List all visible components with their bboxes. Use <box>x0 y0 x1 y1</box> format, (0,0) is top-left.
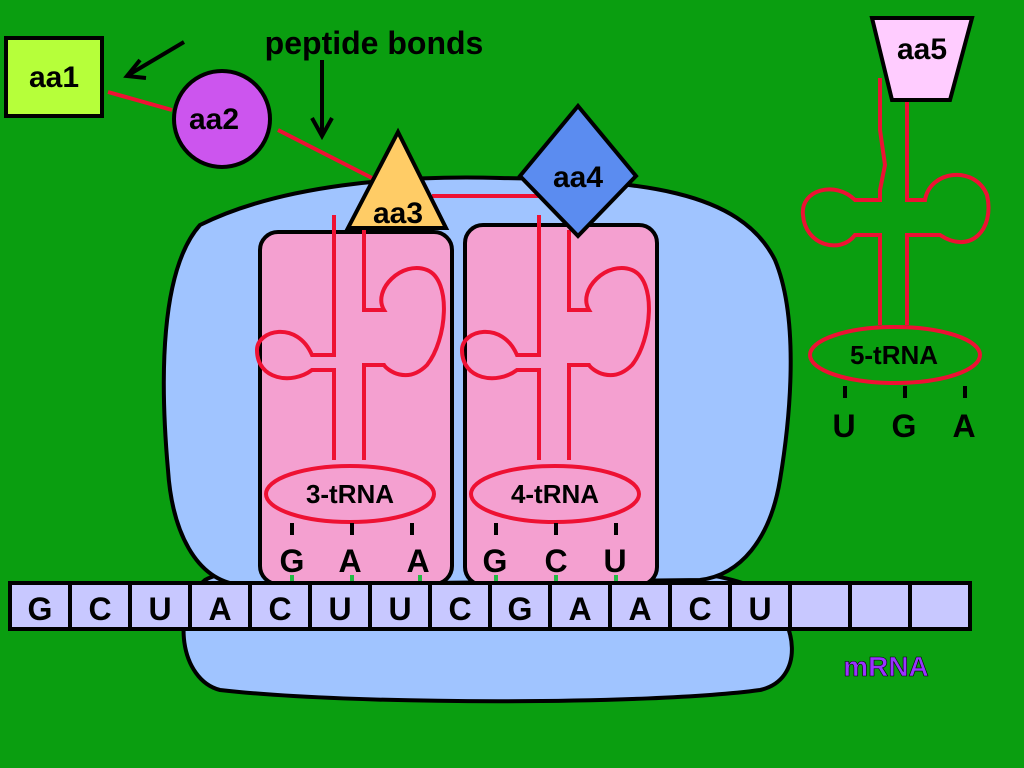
mrna-cell <box>668 581 732 631</box>
trna-5-base-1: U <box>832 408 855 444</box>
mrna-base: U <box>748 591 771 627</box>
aa1-label: aa1 <box>29 61 79 94</box>
mrna-cell <box>368 581 432 631</box>
arrow-to-aa1-bond <box>123 40 186 80</box>
aa2-circle: aa2 <box>172 69 272 169</box>
aa1-square: aa1 <box>4 36 104 118</box>
trna-3-base-3: A <box>406 543 429 579</box>
mrna-base: U <box>388 591 411 627</box>
trna-site-left <box>258 230 454 586</box>
mrna-base: C <box>448 591 471 627</box>
aa5-label: aa5 <box>897 33 947 66</box>
mrna-base: A <box>568 591 591 627</box>
mrna-cell <box>188 581 252 631</box>
aa4-label: aa4 <box>553 161 603 194</box>
mrna-cell <box>248 581 312 631</box>
trna-5-base-2: G <box>892 408 917 444</box>
mrna-cell <box>848 581 912 631</box>
trna-4 <box>459 215 651 524</box>
trna-3-base-1: G <box>280 543 305 579</box>
mrna-base: U <box>328 591 351 627</box>
peptide-bond-lines <box>107 90 545 198</box>
mrna-base: U <box>148 591 171 627</box>
aa3-label: aa3 <box>373 197 423 230</box>
trna-4-base-1: G <box>483 543 508 579</box>
mrna-cell <box>308 581 372 631</box>
anticodon-ticks <box>290 386 967 535</box>
trna-3-base-2: A <box>338 543 361 579</box>
trna-4-label: 4-tRNA <box>511 479 599 509</box>
trna-5-label: 5-tRNA <box>850 340 938 370</box>
mrna-cell <box>8 581 72 631</box>
mrna-cell <box>788 581 852 631</box>
aa5-trapezoid: aa5 <box>869 16 975 102</box>
arrow-to-aa2-aa3-bond <box>310 60 334 141</box>
mrna-cell <box>608 581 672 631</box>
mrna-label: mRNA <box>843 651 929 682</box>
aa2-label: aa2 <box>189 103 239 136</box>
mrna-base: C <box>268 591 291 627</box>
mrna-cell <box>908 581 972 631</box>
trna-site-right <box>463 223 659 587</box>
mrna-base: A <box>208 591 231 627</box>
trna-3-label: 3-tRNA <box>306 479 394 509</box>
mrna-base: C <box>88 591 111 627</box>
peptide-bonds-label: peptide bonds <box>265 25 484 61</box>
mrna-cell <box>488 581 552 631</box>
anticodon-letters: G A A G C U U G A <box>280 408 976 579</box>
mrna-base: G <box>28 591 53 627</box>
trna-4-base-2: C <box>544 543 567 579</box>
trna-5-base-3: A <box>952 408 975 444</box>
mrna-cell <box>548 581 612 631</box>
mrna-base: G <box>508 591 533 627</box>
trna-5 <box>800 78 991 385</box>
trna-4-base-3: U <box>603 543 626 579</box>
aa4-diamond: aa4 <box>517 102 639 239</box>
trna-3 <box>254 215 446 524</box>
mrna-cell <box>428 581 492 631</box>
mrna-base: A <box>628 591 651 627</box>
mrna-base: C <box>688 591 711 627</box>
aa3-triangle: aa3 <box>344 127 450 230</box>
mrna-cell <box>128 581 192 631</box>
